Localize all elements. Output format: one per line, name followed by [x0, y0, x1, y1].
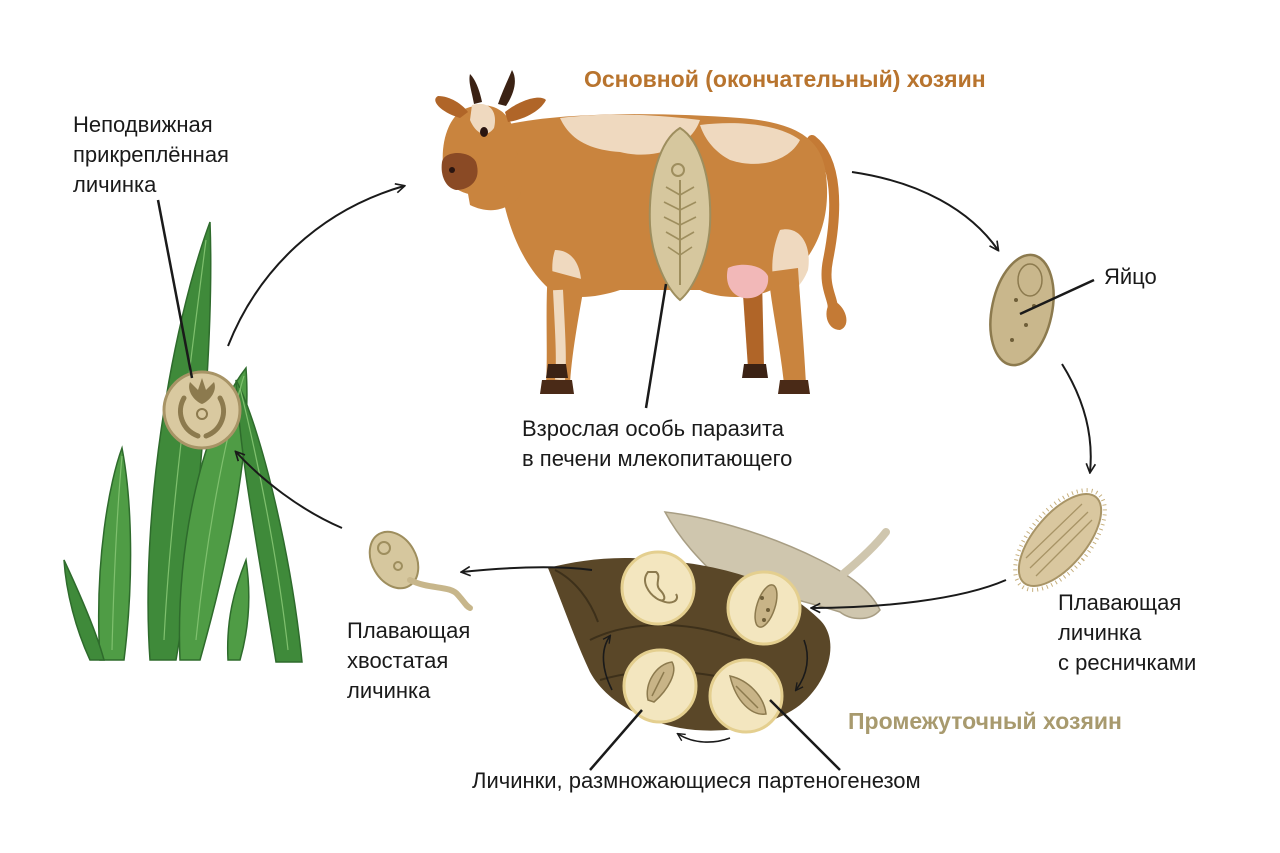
- cercaria-icon: [368, 530, 473, 611]
- cycle-arrows: [227, 171, 1091, 608]
- egg-icon: [989, 253, 1055, 367]
- label-miracidium: Плавающая личинка с ресничками: [1058, 590, 1197, 675]
- miracidium-icon: [1013, 488, 1107, 592]
- label-adult-parasite: Взрослая особь паразита в печени млекопи…: [522, 416, 793, 471]
- label-egg: Яйцо: [1104, 264, 1157, 289]
- redia-icon: [726, 570, 802, 646]
- grass-illustration: [63, 221, 303, 663]
- cyst-icon: [162, 370, 242, 450]
- cow-illustration: [435, 70, 847, 394]
- intermediate-host-title: Промежуточный хозяин: [848, 708, 1122, 734]
- redia-icon: [622, 648, 698, 724]
- redia-icon: [708, 658, 784, 734]
- label-cercaria: Плавающая хвостатая личинка: [347, 618, 471, 703]
- redia-icon: [620, 550, 696, 626]
- label-adolescaria: Неподвижная прикреплённая личинка: [73, 112, 229, 197]
- label-parthenogenesis: Личинки, размножающиеся партеногенезом: [472, 768, 921, 793]
- definitive-host-title: Основной (окончательный) хозяин: [584, 66, 986, 92]
- leader-lines: [156, 199, 1095, 771]
- liver-fluke-icon: [648, 126, 712, 302]
